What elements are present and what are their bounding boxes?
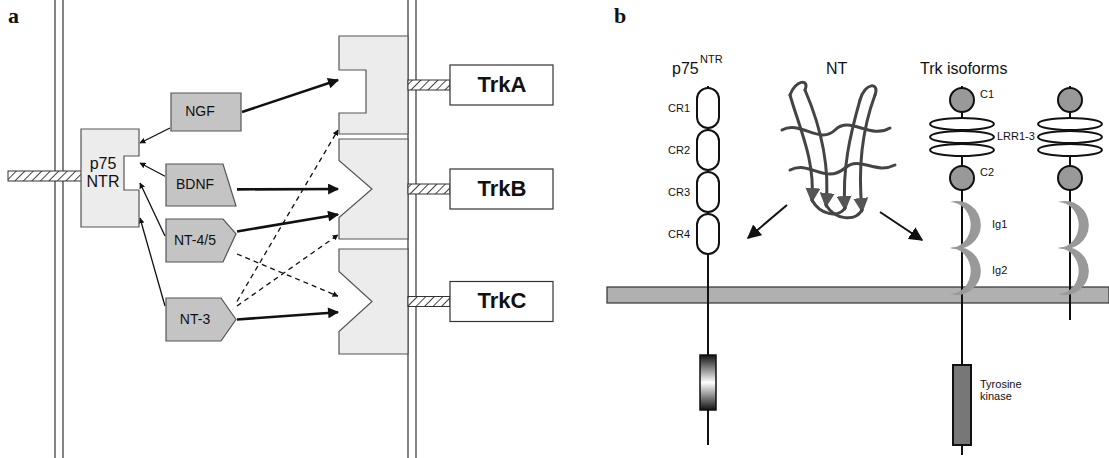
neurotrophin-structure — [782, 82, 895, 218]
receptor-box: TrkC — [338, 248, 554, 355]
panel-letter: b — [614, 4, 626, 28]
ligand-tag: NT-4/5 — [165, 218, 237, 263]
node-label: NT-4/5 — [167, 218, 223, 263]
weak-binding-arrow — [237, 130, 338, 302]
binding-arrow — [237, 215, 338, 232]
receptor-name: Trk isoforms — [920, 60, 1007, 78]
domain-label: Ig1 — [992, 218, 1007, 230]
receptor-name-superscript: NTR — [700, 53, 723, 65]
domain-label: C2 — [980, 166, 994, 178]
ligand-tag: NGF — [170, 92, 242, 132]
ligand-tag: NT-3 — [165, 297, 237, 342]
cell-membrane — [55, 0, 416, 458]
p75-receptor-drawing — [697, 86, 719, 445]
truncated-trk-drawing — [1038, 86, 1102, 320]
binding-arrow — [140, 163, 165, 176]
domain-label: LRR1-3 — [997, 130, 1035, 142]
node-label: TrkB — [450, 169, 554, 209]
domain-label: CR3 — [668, 186, 690, 198]
domain-label: C1 — [980, 88, 994, 100]
node-label: NGF — [172, 92, 228, 132]
binding-arrow — [140, 183, 165, 236]
ligand-tag: BDNF — [165, 163, 237, 207]
ligand-name: NT — [826, 60, 847, 78]
panel-letter: a — [8, 4, 19, 28]
receptor-box: TrkB — [338, 138, 554, 240]
binding-arrow — [237, 188, 338, 191]
domain-label: CR4 — [668, 228, 690, 240]
domain-label: Ig2 — [992, 264, 1007, 276]
weak-binding-arrow — [237, 235, 338, 306]
binding-arrow — [242, 80, 338, 112]
domain-label: CR1 — [668, 102, 690, 114]
node-label: TrkC — [450, 282, 554, 322]
receptor-stem — [8, 171, 82, 181]
binding-arrow — [140, 128, 170, 143]
binding-arrow — [748, 205, 922, 240]
node-label: TrkA — [450, 65, 554, 105]
domain-label: Tyrosine kinase — [980, 378, 1040, 402]
membrane-band — [607, 287, 1109, 303]
binding-arrow — [237, 312, 338, 319]
receptor-box: p75 NTR — [80, 128, 140, 228]
receptor-box: TrkA — [338, 35, 554, 135]
node-label: BDNF — [167, 163, 223, 207]
binding-arrow — [140, 218, 165, 306]
domain-label: CR2 — [668, 144, 690, 156]
node-label: NT-3 — [167, 297, 223, 342]
node-label: p75 NTR — [83, 156, 123, 190]
receptor-name: p75 — [672, 60, 699, 78]
